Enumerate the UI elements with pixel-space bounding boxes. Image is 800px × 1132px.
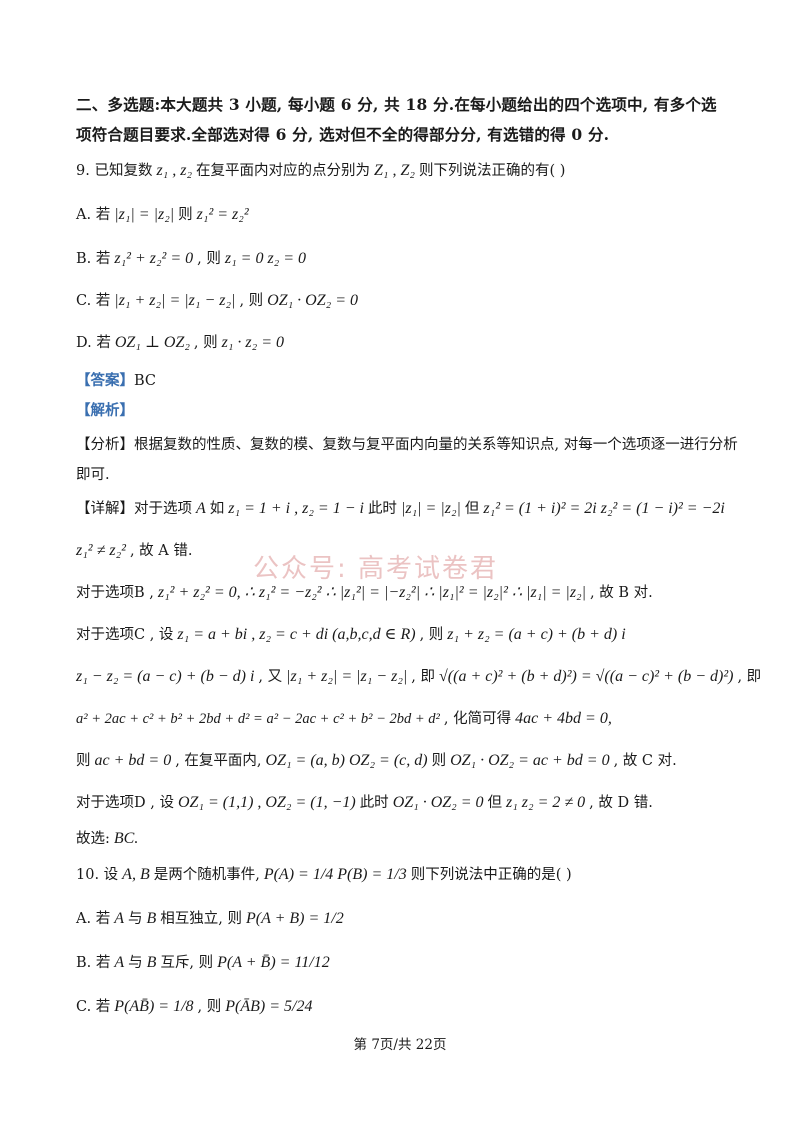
detail-option-c-line3: a² + 2ac + c² + b² + 2bd + d² = a² − 2ac… — [76, 710, 612, 727]
answer-tag: 【答案】 — [76, 372, 134, 389]
detail-option-a-cont: z₁² ≠ z₂², 故 A 错. — [76, 542, 193, 559]
conclusion: 故选:BC. — [76, 830, 139, 847]
answer-line: 【答案】BC — [76, 370, 156, 392]
analysis-line2: 即可. — [76, 467, 110, 483]
analysis-line1: 【分析】根据复数的性质、复数的模、复数与复平面内向量的关系等知识点, 对每一个选… — [76, 437, 738, 453]
detail-option-c-line2: z₁ − z₂ = (a − c) + (b − d) i, 又|z₁ + z₂… — [76, 668, 762, 685]
detail-option-b: 对于选项B ,z₁² + z₂² = 0, ∴ z₁² = −z₂² ∴ |z₁… — [76, 584, 653, 601]
jiexi-tag: 【解析】 — [76, 402, 134, 419]
section-heading-line2: 项符合题目要求.全部选对得 6 分, 选对但不全的得部分分, 有选错的得 0 分… — [76, 125, 610, 144]
page-footer: 第 7页/共 22页 — [353, 1037, 447, 1053]
jiexi-line: 【解析】 — [76, 400, 134, 422]
answer-value: BC — [134, 373, 157, 389]
section-heading-line1: 二、多选题:本大题共 3 小题, 每小题 6 分, 共 18 分.在每小题给出的… — [76, 95, 717, 114]
watermark: 公众号: 高考试卷君 — [253, 554, 499, 584]
